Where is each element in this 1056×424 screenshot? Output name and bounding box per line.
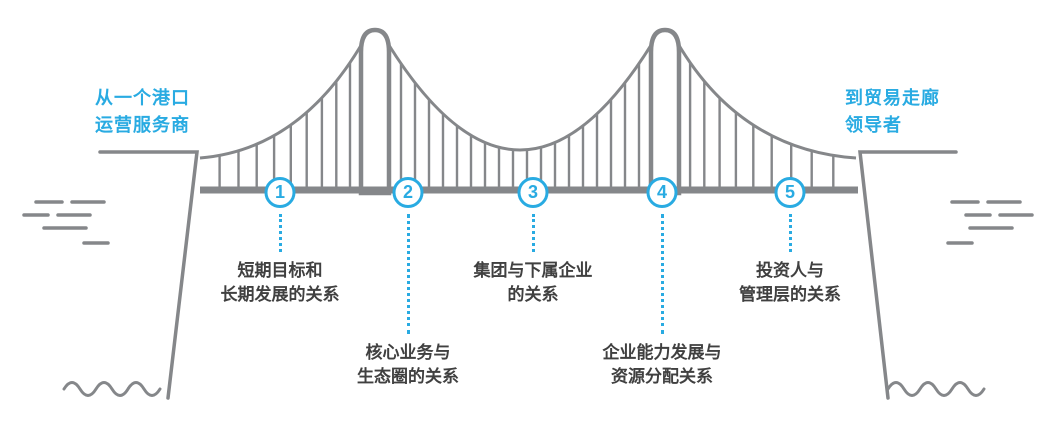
milestone-5-label: 投资人与 管理层的关系 [675,259,905,307]
milestone-1-connector [278,214,282,252]
milestone-5-number-badge: 5 [774,177,806,208]
left-cliff [98,150,199,400]
milestone-4-label: 企业能力发展与 资源分配关系 [547,341,777,389]
water-dashes-left [22,200,110,245]
water-dashes-right [946,200,1034,245]
right-tower [648,27,682,196]
milestone-5-label-line1: 投资人与 [756,261,824,280]
milestone-2-label-line2: 生态圈的关系 [357,366,459,386]
milestone-4-label-line2: 资源分配关系 [611,366,713,386]
milestone-3-label: 集团与下属企业 的关系 [418,259,648,307]
milestone-4-number-badge: 4 [646,177,678,208]
milestone-3-number-badge: 3 [517,177,549,208]
milestone-5-connector [788,214,792,252]
milestone-3-label-line2: 的关系 [507,284,559,304]
milestone-1-label-line2: 长期发展的关系 [220,284,340,304]
left-water-wave [62,381,162,397]
left-tower [358,27,392,196]
left-title-line2: 运营服务商 [95,115,190,135]
milestone-3-label-line1: 集团与下属企业 [473,261,593,280]
right-title: 到贸易走廊 领导者 [845,85,940,139]
milestone-2-connector [406,214,410,334]
milestone-2-label-line1: 核心业务与 [365,343,451,362]
milestone-5-label-line2: 管理层的关系 [739,284,841,304]
left-title-line1: 从一个港口 [95,88,190,108]
suspension-cables [199,41,857,187]
milestone-1-label: 短期目标和 长期发展的关系 [165,259,395,307]
right-title-line2: 领导者 [845,115,902,135]
milestone-4-connector [660,214,664,334]
left-title: 从一个港口 运营服务商 [95,85,190,139]
milestone-2-number-badge: 2 [392,177,424,208]
right-water-wave [886,381,986,397]
milestone-2-label: 核心业务与 生态圈的关系 [293,341,523,389]
milestone-3-connector [531,214,535,252]
right-cliff [858,150,958,400]
milestone-1-number-badge: 1 [264,177,296,208]
milestone-1-label-line1: 短期目标和 [237,261,323,280]
milestone-4-label-line1: 企业能力发展与 [602,343,722,362]
right-title-line1: 到贸易走廊 [845,88,940,108]
